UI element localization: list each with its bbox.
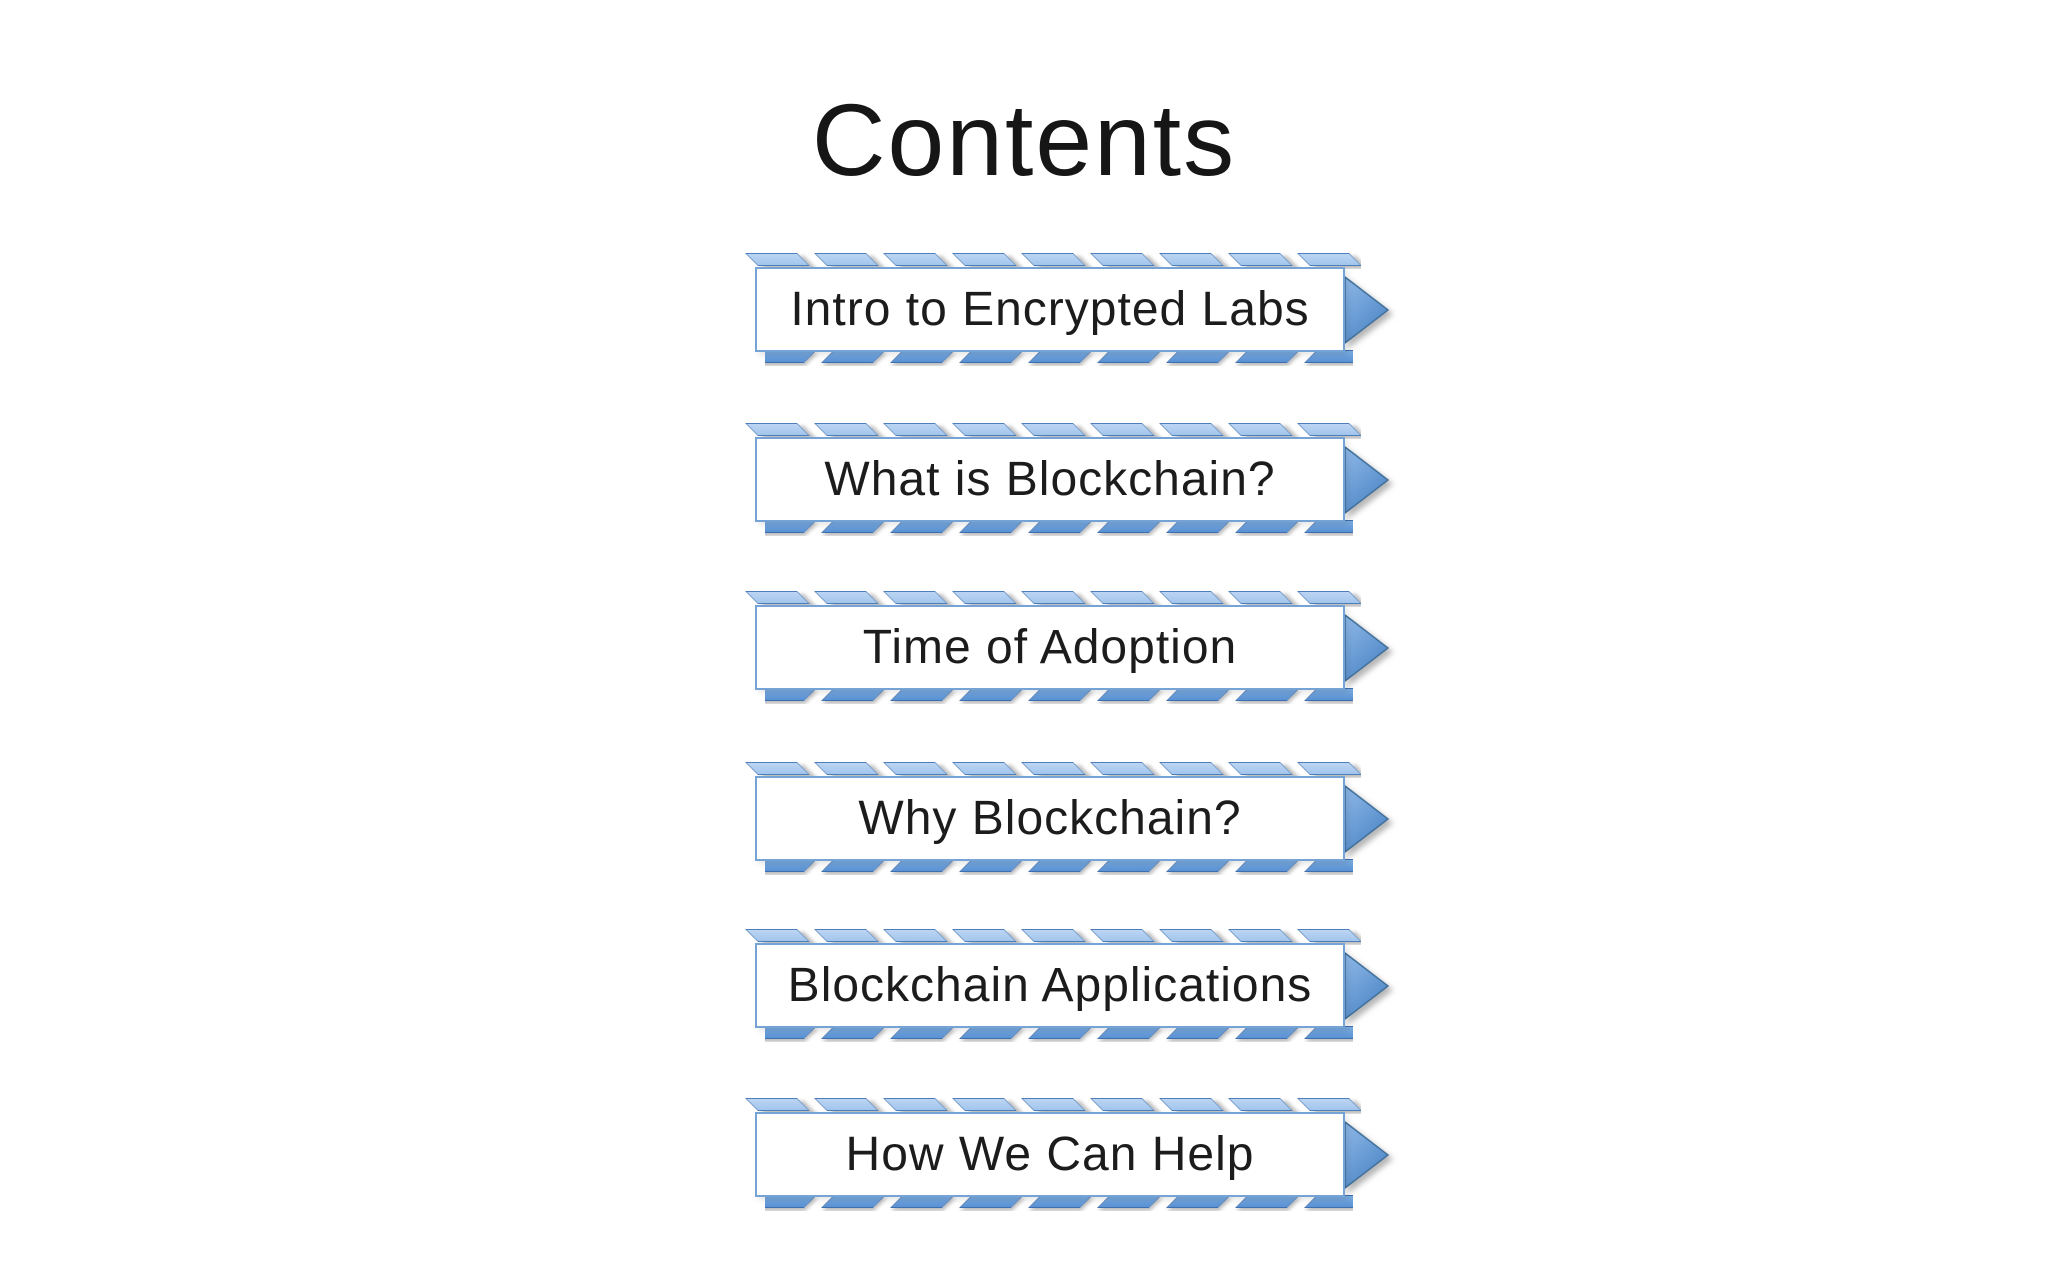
toc-item-label: How We Can Help [845,1128,1255,1181]
arrow-right-icon [1344,785,1390,853]
toc-item-why-blockchain[interactable]: Why Blockchain? [745,762,1390,876]
ribbon-strip-bottom [765,688,1353,704]
toc-item-box: Intro to Encrypted Labs [755,267,1345,352]
ribbon-strip-bottom [765,520,1353,536]
toc-item-label: What is Blockchain? [824,453,1276,506]
toc-item-box: How We Can Help [755,1112,1345,1197]
ribbon-strip-bottom [765,350,1353,366]
slide-title: Contents [811,83,1237,197]
toc-item-box: Blockchain Applications [755,943,1345,1028]
toc-item-label: Time of Adoption [862,621,1238,674]
arrow-right-icon [1344,614,1390,682]
toc-item-label: Blockchain Applications [787,959,1313,1012]
toc-item-what-is-blockchain[interactable]: What is Blockchain? [745,423,1390,537]
arrow-right-icon [1344,952,1390,1020]
toc-item-label: Why Blockchain? [858,792,1242,845]
ribbon-strip-bottom [765,1026,1353,1042]
toc-item-box: Why Blockchain? [755,776,1345,861]
toc-item-box: What is Blockchain? [755,437,1345,522]
ribbon-strip-bottom [765,1195,1353,1211]
arrow-right-icon [1344,1121,1390,1189]
toc-item-label: Intro to Encrypted Labs [790,283,1310,336]
ribbon-strip-bottom [765,859,1353,875]
arrow-right-icon [1344,276,1390,344]
toc-item-time-of-adoption[interactable]: Time of Adoption [745,591,1390,705]
toc-item-intro[interactable]: Intro to Encrypted Labs [745,253,1390,367]
toc-item-how-we-can-help[interactable]: How We Can Help [745,1098,1390,1212]
arrow-right-icon [1344,446,1390,514]
toc-item-blockchain-applications[interactable]: Blockchain Applications [745,929,1390,1043]
toc-item-box: Time of Adoption [755,605,1345,690]
